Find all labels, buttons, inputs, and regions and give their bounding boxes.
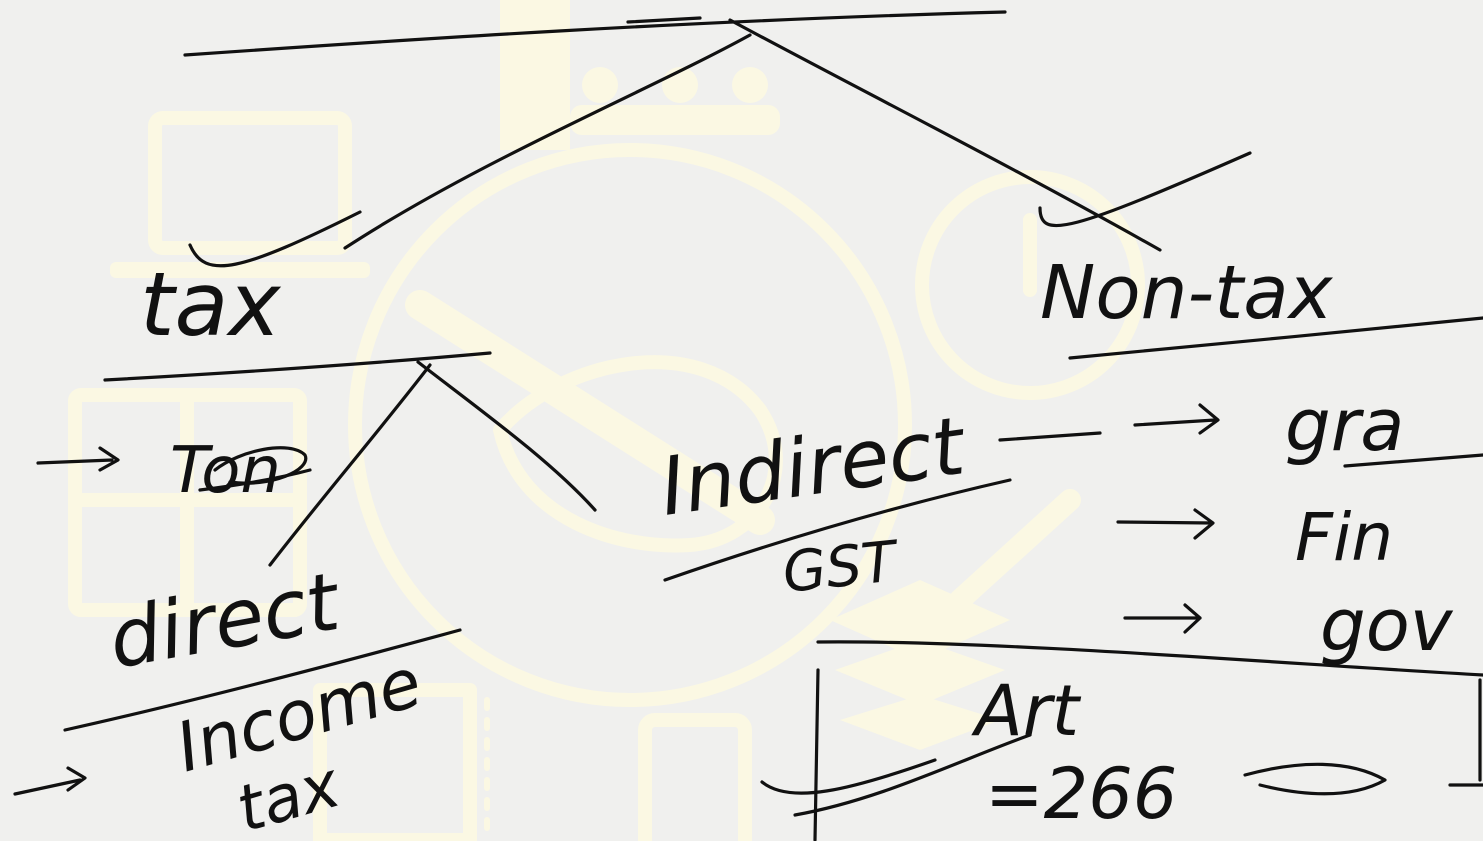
label-non-tax: Non-tax bbox=[1040, 250, 1334, 336]
label-ton: Ton bbox=[170, 434, 281, 508]
label-indirect: Indirect bbox=[655, 399, 972, 534]
label-fine: Fin bbox=[1295, 499, 1393, 576]
phone-icon bbox=[638, 713, 752, 841]
label-tax: tax bbox=[140, 253, 281, 356]
label-direct: direct bbox=[102, 555, 348, 687]
pen-in-circle-icon bbox=[348, 143, 912, 707]
document-grid-icon bbox=[313, 683, 490, 841]
label-grant: gra bbox=[1285, 383, 1404, 467]
label-govt: gov bbox=[1320, 583, 1454, 667]
laptop-icon bbox=[110, 111, 370, 278]
calculator-icon bbox=[68, 388, 307, 617]
watermark-background bbox=[68, 0, 1145, 841]
label-gst: GST bbox=[780, 529, 903, 606]
stacked-books-icon bbox=[830, 489, 1081, 750]
label-art: Art bbox=[971, 670, 1082, 752]
label-art-number: =266 bbox=[985, 753, 1177, 835]
ink-strokes bbox=[13, 10, 1483, 841]
